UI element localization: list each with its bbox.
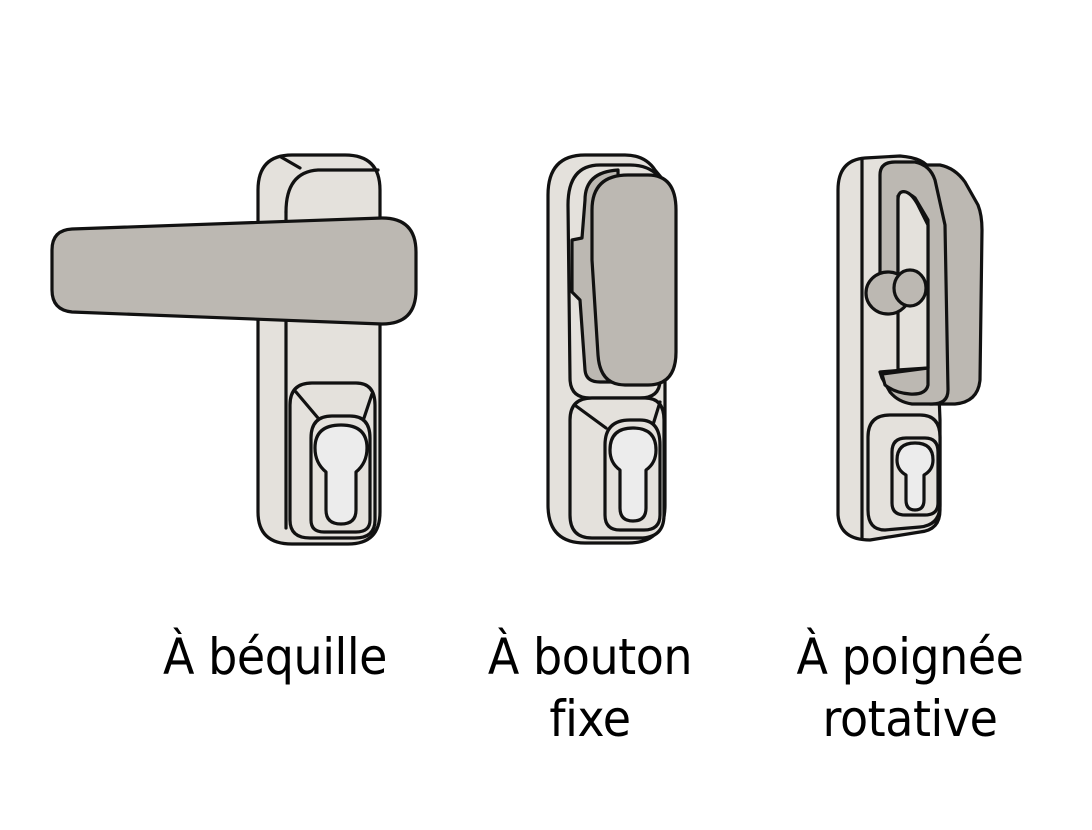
label-line-2: rotative — [822, 690, 998, 748]
label-fixed-knob: À bouton fixe — [443, 626, 737, 750]
label-line-1: À béquille — [163, 628, 387, 686]
lever-handle-icon — [50, 153, 418, 546]
label-rotating-grip: À poignée rotative — [754, 626, 1067, 750]
label-line-2: fixe — [549, 690, 631, 748]
label-line-1: À poignée — [796, 628, 1024, 686]
label-lever-handle: À béquille — [123, 626, 427, 688]
label-line-1: À bouton — [487, 628, 693, 686]
rotating-grip-icon — [836, 154, 984, 542]
fixed-knob-icon — [546, 153, 678, 545]
